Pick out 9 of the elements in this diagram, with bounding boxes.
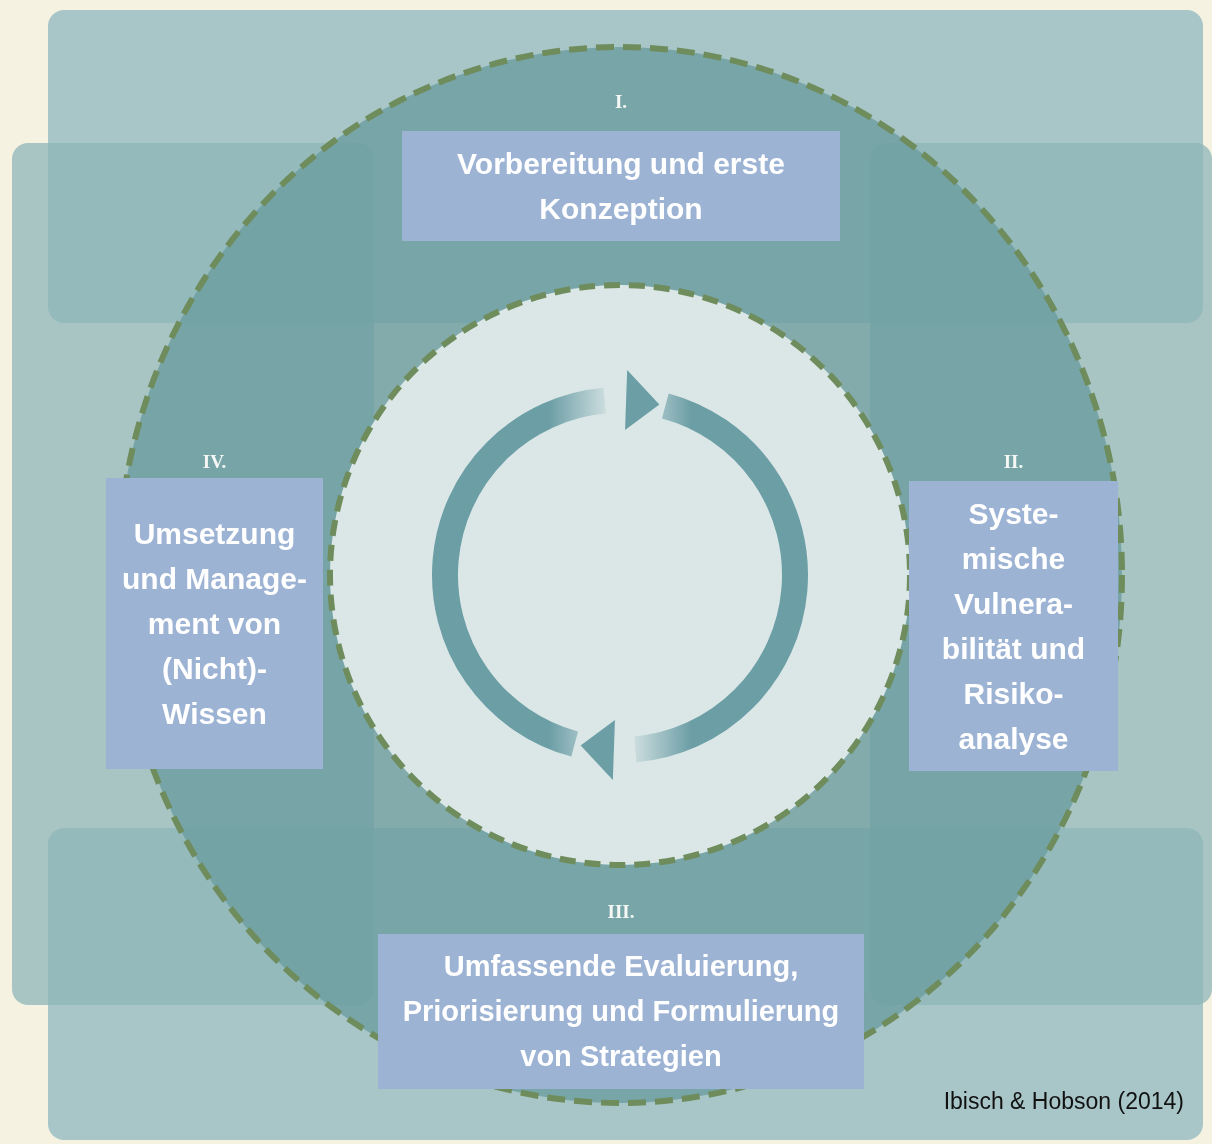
phase-title: Vorbereitung und erste Konzeption [456, 146, 786, 227]
phase-number: IV. [202, 451, 227, 473]
phase-number: II. [1003, 451, 1024, 473]
phase-title: Umsetzung und Manage- ment von (Nicht)- Wissen [121, 516, 308, 732]
phase-number: III. [607, 901, 635, 923]
source-citation: Ibisch & Hobson (2014) [943, 1088, 1184, 1115]
phase-number: I. [614, 91, 628, 113]
phase-title: Umfassende Evaluierung, Priorisierung und Formulierung von Strategien [401, 949, 841, 1074]
phase-title: Syste- mische Vulnera- bilität und Risiko- analyse [940, 496, 1087, 757]
